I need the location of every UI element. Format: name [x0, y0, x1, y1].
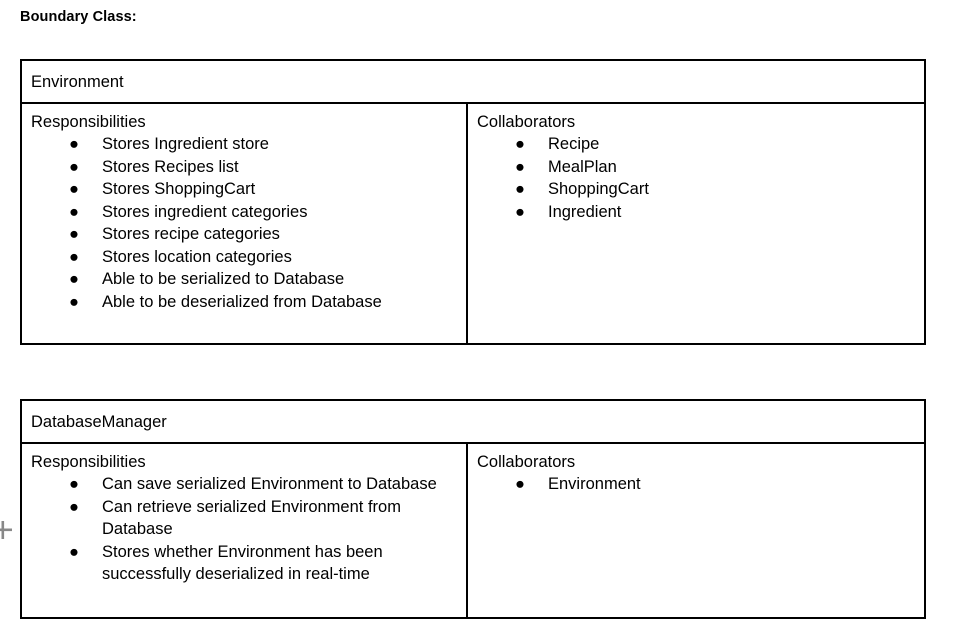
crc-card-body: Responsibilities ● Stores Ingredient sto… [22, 104, 924, 343]
responsibilities-column: Responsibilities ● Stores Ingredient sto… [22, 104, 468, 343]
list-item: ● Stores Recipes list [31, 156, 466, 179]
page-title: Boundary Class: [20, 9, 137, 25]
list-item: ● Stores ingredient categories [31, 201, 466, 224]
list-item: ● Can retrieve serialized Environment fr… [31, 496, 466, 541]
list-item: ● Able to be serialized to Database [31, 268, 466, 291]
list-item: ● Stores recipe categories [31, 223, 466, 246]
list-item-label: Can retrieve serialized Environment from… [102, 497, 401, 539]
list-item: ● Environment [477, 473, 924, 496]
bullet-icon: ● [69, 542, 79, 561]
responsibilities-list: ● Stores Ingredient store ● Stores Recip… [31, 133, 466, 313]
list-item: ● Ingredient [477, 201, 924, 224]
bullet-icon: ● [69, 292, 79, 311]
crc-card-body: Responsibilities ● Can save serialized E… [22, 444, 924, 617]
list-item-label: Recipe [548, 135, 600, 153]
bullet-icon: ● [69, 180, 79, 198]
crc-card-databasemanager: DatabaseManager Responsibilities ● Can s… [20, 399, 926, 619]
table-insert-plus-icon[interactable] [0, 521, 12, 539]
crc-card-class-name: Environment [31, 72, 124, 91]
bullet-icon: ● [69, 497, 79, 516]
list-item: ● Able to be deserialized from Database [31, 291, 466, 314]
list-item: ● MealPlan [477, 156, 924, 179]
list-item-label: Able to be deserialized from Database [102, 292, 382, 311]
bullet-icon: ● [69, 135, 79, 153]
list-item: ● Stores Ingredient store [31, 133, 466, 156]
list-item-label: Ingredient [548, 202, 622, 221]
responsibilities-heading: Responsibilities [31, 453, 146, 471]
collaborators-list: ● Environment [477, 473, 924, 496]
collaborators-heading: Collaborators [477, 113, 576, 131]
list-item-label: Stores location categories [102, 247, 292, 266]
crc-card-title-row: DatabaseManager [22, 401, 924, 444]
bullet-icon: ● [69, 157, 79, 176]
list-item: ● Stores whether Environment has been su… [31, 541, 466, 586]
bullet-icon: ● [515, 135, 525, 153]
bullet-icon: ● [69, 202, 79, 221]
bullet-icon: ● [515, 180, 525, 198]
bullet-icon: ● [69, 475, 79, 493]
list-item-label: Can save serialized Environment to Datab… [102, 475, 437, 493]
list-item-label: MealPlan [548, 157, 617, 176]
responsibilities-heading: Responsibilities [31, 113, 146, 131]
responsibilities-column: Responsibilities ● Can save serialized E… [22, 444, 468, 617]
crc-card-title-row: Environment [22, 61, 924, 104]
list-item-label: Stores recipe categories [102, 225, 280, 243]
bullet-icon: ● [515, 475, 525, 493]
list-item-label: Stores Recipes list [102, 157, 239, 176]
list-item-label: Environment [548, 475, 641, 493]
list-item-label: Stores ingredient categories [102, 202, 308, 221]
collaborators-column: Collaborators ● Environment [468, 444, 924, 617]
bullet-icon: ● [515, 157, 525, 176]
collaborators-heading: Collaborators [477, 453, 576, 471]
bullet-icon: ● [69, 225, 79, 243]
list-item: ● Recipe [477, 133, 924, 156]
collaborators-column: Collaborators ● Recipe ● MealPlan ● Shop… [468, 104, 924, 343]
responsibilities-list: ● Can save serialized Environment to Dat… [31, 473, 466, 586]
list-item: ● Can save serialized Environment to Dat… [31, 473, 466, 496]
bullet-icon: ● [515, 202, 525, 221]
list-item: ● Stores ShoppingCart [31, 178, 466, 201]
crc-card-class-name: DatabaseManager [31, 412, 167, 431]
crc-card-environment: Environment Responsibilities ● Stores In… [20, 59, 926, 345]
collaborators-list: ● Recipe ● MealPlan ● ShoppingCart ● Ing… [477, 133, 924, 223]
list-item-label: Stores Ingredient store [102, 135, 269, 153]
list-item-label: ShoppingCart [548, 180, 649, 198]
list-item-label: Stores whether Environment has been succ… [102, 542, 383, 584]
bullet-icon: ● [69, 270, 79, 288]
list-item: ● Stores location categories [31, 246, 466, 269]
bullet-icon: ● [69, 247, 79, 266]
list-item-label: Stores ShoppingCart [102, 180, 256, 198]
list-item: ● ShoppingCart [477, 178, 924, 201]
list-item-label: Able to be serialized to Database [102, 270, 345, 288]
